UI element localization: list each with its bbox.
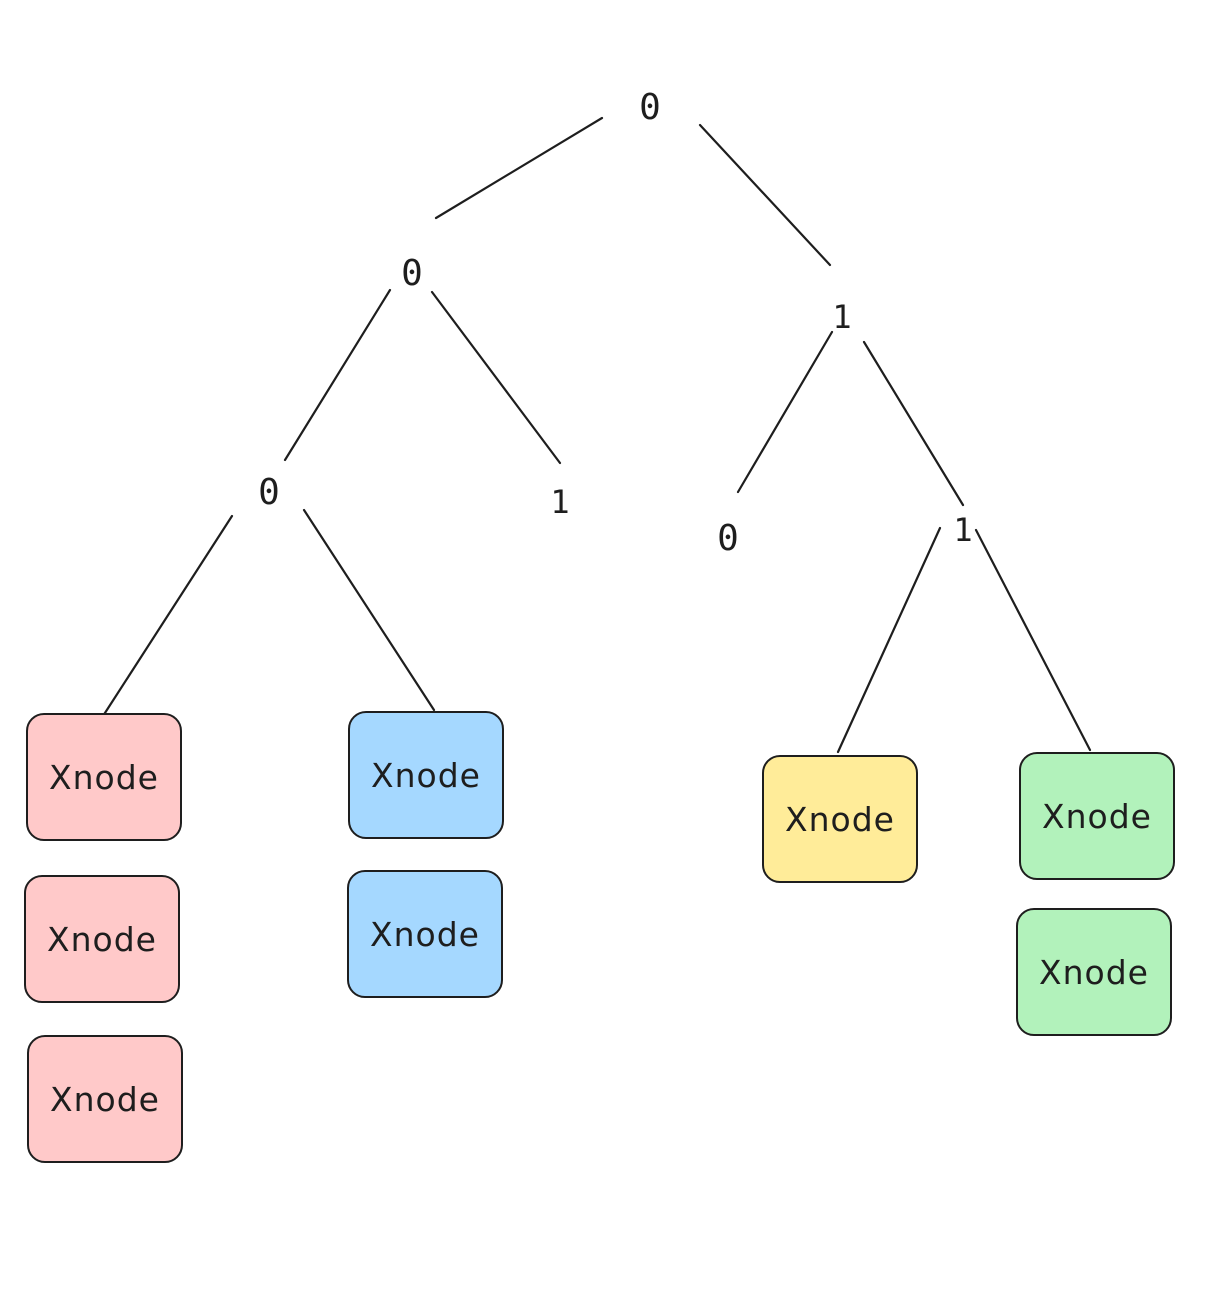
node-left-right-label: 1 [550, 483, 570, 521]
xnode-pink-1: Xnode [26, 713, 182, 841]
edge-r-rl [736, 330, 834, 494]
edge-ll-blue [302, 508, 436, 712]
edge-l-lr [430, 290, 562, 465]
edge-rr-yellow [836, 526, 942, 754]
edge-rr-green [974, 528, 1092, 752]
xnode-green-1: Xnode [1019, 752, 1175, 880]
xnode-yellow-1: Xnode [762, 755, 918, 883]
xnode-pink-2: Xnode [24, 875, 180, 1003]
edge-r-rr [862, 340, 965, 507]
edge-root-left [434, 116, 604, 220]
node-left-left-label: 0 [258, 471, 280, 513]
node-root-label: 0 [639, 86, 661, 128]
edge-root-right [698, 123, 832, 267]
xnode-blue-2: Xnode [347, 870, 503, 998]
node-right-label: 1 [832, 298, 852, 336]
xnode-blue-1: Xnode [348, 711, 504, 839]
xnode-pink-3: Xnode [27, 1035, 183, 1163]
xnode-green-2: Xnode [1016, 908, 1172, 1036]
node-right-right-label: 1 [953, 511, 973, 549]
edge-l-ll [283, 288, 392, 462]
edge-ll-pink [101, 514, 234, 718]
node-right-left-label: 0 [717, 517, 739, 559]
node-left-label: 0 [401, 252, 423, 294]
